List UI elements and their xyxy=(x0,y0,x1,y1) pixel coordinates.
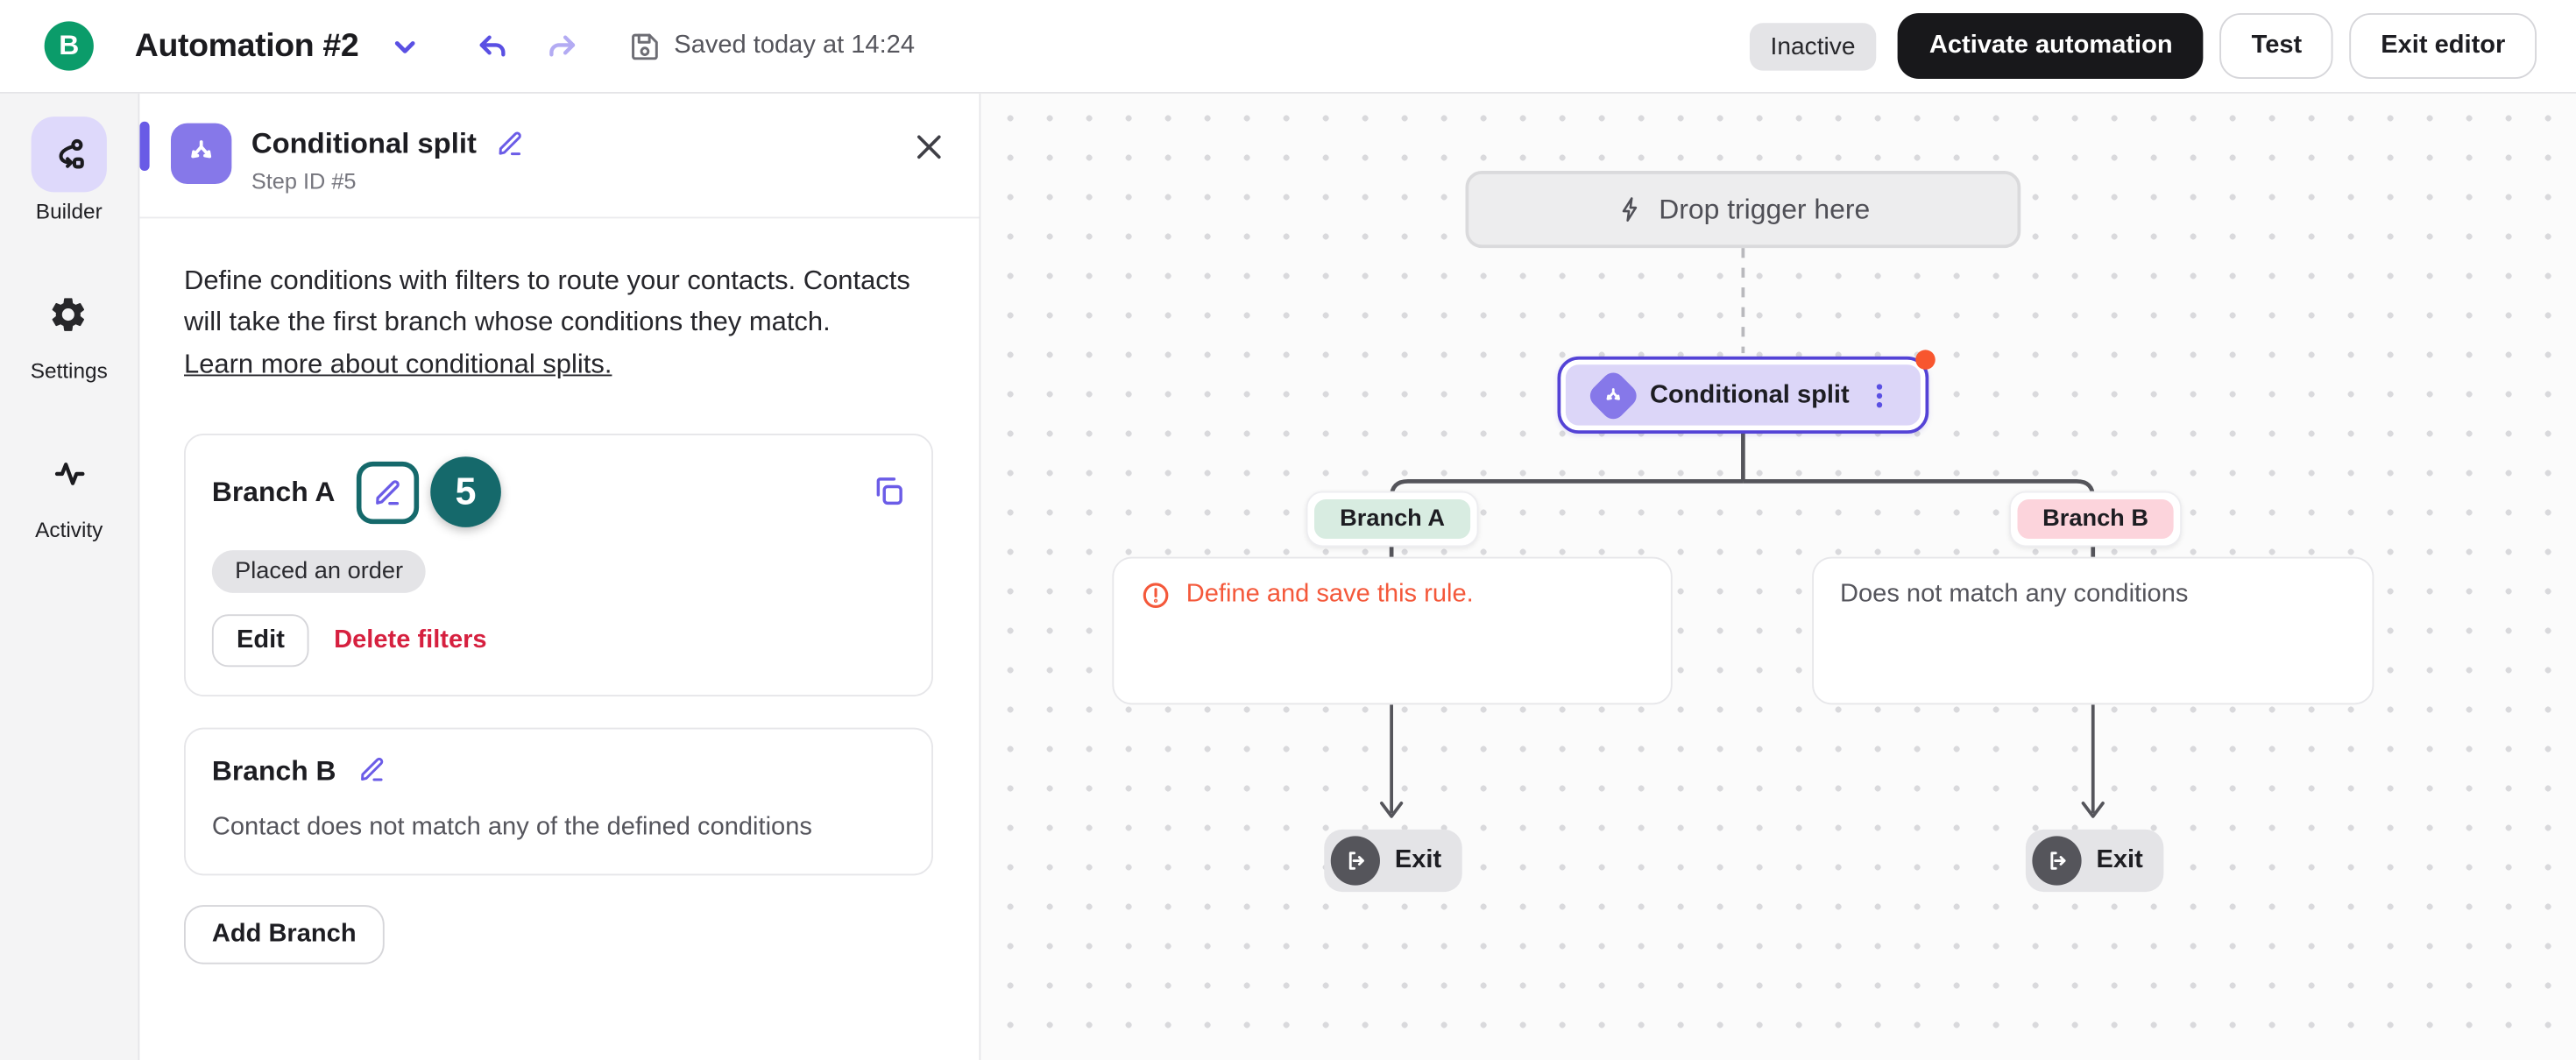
learn-more-link[interactable]: Learn more about conditional splits. xyxy=(184,350,612,379)
workflow-icon xyxy=(31,117,107,193)
sidebar-item-builder[interactable]: Builder xyxy=(31,117,107,223)
panel-description: Define conditions with filters to route … xyxy=(184,261,933,386)
conditional-split-node[interactable]: Conditional split xyxy=(1557,350,1936,434)
brand-logo-letter: B xyxy=(59,29,80,61)
exit-label: Exit xyxy=(2096,845,2143,874)
step-id: Step ID #5 xyxy=(251,169,357,194)
exit-icon xyxy=(1330,836,1380,886)
sidebar-item-activity[interactable]: Activity xyxy=(32,435,107,542)
filter-chip: Placed an order xyxy=(211,550,427,594)
node-alert-dot xyxy=(1915,350,1936,370)
drop-trigger-zone[interactable]: Drop trigger here xyxy=(1465,171,2021,249)
exit-editor-button[interactable]: Exit editor xyxy=(2349,13,2537,79)
tour-step-badge: 5 xyxy=(430,456,501,528)
branch-a-edit-pencil-icon[interactable] xyxy=(356,461,420,524)
left-sidebar: Builder Settings Activity xyxy=(0,93,140,1060)
pulse-icon xyxy=(32,435,107,511)
save-icon xyxy=(630,31,662,62)
automation-title: Automation #2 xyxy=(134,26,359,64)
panel-scroll-indicator xyxy=(139,121,150,171)
exit-icon xyxy=(2032,836,2082,886)
branch-b-label-pill: Branch B xyxy=(2017,499,2174,539)
status-badge: Inactive xyxy=(1749,22,1877,70)
title-chevron-down-icon[interactable] xyxy=(392,32,420,60)
exit-node-branch-b[interactable]: Exit xyxy=(2025,829,2164,893)
test-button[interactable]: Test xyxy=(2220,13,2333,79)
sidebar-item-label: Settings xyxy=(30,357,108,383)
warning-icon xyxy=(1143,583,1169,609)
branch-b-card: Branch B Contact does not match any of t… xyxy=(184,728,933,876)
lightning-bolt-icon xyxy=(1622,197,1637,222)
conditional-split-icon xyxy=(171,123,232,184)
sidebar-item-label: Activity xyxy=(35,517,103,542)
edit-filters-button[interactable]: Edit xyxy=(211,614,310,668)
add-branch-button[interactable]: Add Branch xyxy=(184,905,385,965)
gear-icon xyxy=(32,276,107,351)
undo-icon[interactable] xyxy=(475,29,509,63)
branch-b-rule-box[interactable]: Does not match any conditions xyxy=(1812,556,2374,705)
branch-a-rule-box[interactable]: Define and save this rule. xyxy=(1112,556,1673,705)
exit-label: Exit xyxy=(1394,845,1442,874)
panel-title: Conditional split xyxy=(251,126,477,159)
workflow-canvas[interactable]: Drop trigger here Conditional split Bran… xyxy=(980,93,2576,1060)
description-text: Define conditions with filters to route … xyxy=(184,265,910,338)
branch-a-card: Branch A 5 Placed an order Edit Delete f… xyxy=(184,434,933,697)
delete-filters-link[interactable]: Delete filters xyxy=(334,625,487,654)
exit-node-branch-a[interactable]: Exit xyxy=(1324,829,1462,893)
top-toolbar: B Automation #2 Saved today at 14:24 Ina… xyxy=(0,0,2576,94)
close-panel-icon[interactable] xyxy=(912,130,946,169)
panel-header: Conditional split Step ID #5 xyxy=(139,94,980,219)
sidebar-item-settings[interactable]: Settings xyxy=(31,276,108,383)
node-menu-kebab-icon[interactable] xyxy=(1865,380,1892,410)
brand-logo: B xyxy=(44,21,94,71)
step-detail-panel: Conditional split Step ID #5 Define cond… xyxy=(139,93,981,1060)
drop-trigger-label: Drop trigger here xyxy=(1659,193,1871,224)
saved-status: Saved today at 14:24 xyxy=(674,31,916,60)
branch-b-label[interactable]: Branch B xyxy=(2009,491,2182,548)
branch-a-label-pill: Branch A xyxy=(1314,499,1471,539)
branch-b-edit-pencil-icon[interactable] xyxy=(356,754,387,790)
rename-step-pencil-icon[interactable] xyxy=(495,128,527,159)
branch-a-label[interactable]: Branch A xyxy=(1306,491,1479,548)
activate-automation-button[interactable]: Activate automation xyxy=(1898,13,2204,79)
conditional-split-icon xyxy=(1585,367,1642,423)
branch-b-name: Branch B xyxy=(211,755,336,788)
branch-b-rule-text: Does not match any conditions xyxy=(1840,579,2189,608)
branch-a-warning-text: Define and save this rule. xyxy=(1185,579,1474,608)
node-label: Conditional split xyxy=(1650,380,1850,408)
branch-b-description: Contact does not match any of the define… xyxy=(211,813,812,842)
redo-icon[interactable] xyxy=(546,29,580,63)
sidebar-item-label: Builder xyxy=(35,198,103,223)
duplicate-branch-icon[interactable] xyxy=(871,473,907,514)
branch-a-name: Branch A xyxy=(211,476,336,507)
